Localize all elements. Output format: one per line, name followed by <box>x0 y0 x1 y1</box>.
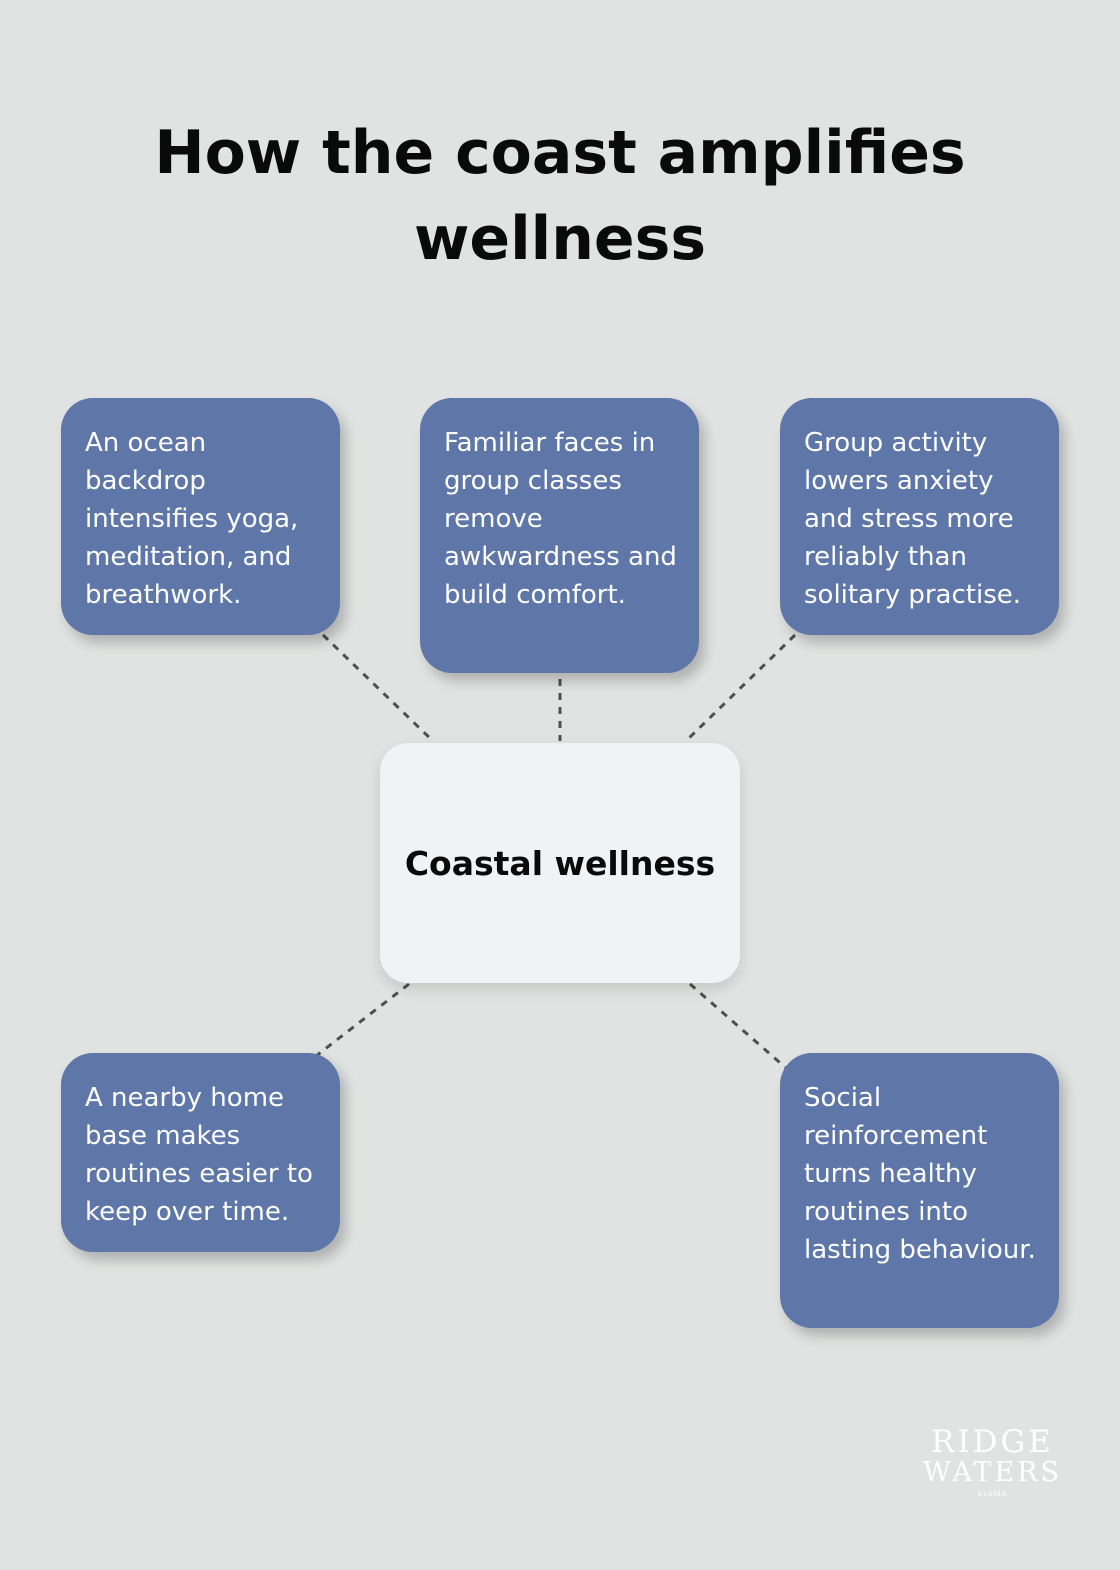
node-social-reinforcement-text: Social reinforcement turns healthy routi… <box>804 1083 1036 1265</box>
node-home-base: A nearby home base makes routines easier… <box>61 1053 340 1252</box>
node-familiar-faces: Familiar faces in group classes remove a… <box>420 398 699 673</box>
node-ocean-backdrop-text: An ocean backdrop intensifies yoga, medi… <box>85 428 299 610</box>
node-group-activity: Group activity lowers anxiety and stress… <box>780 398 1059 635</box>
node-social-reinforcement: Social reinforcement turns healthy routi… <box>780 1053 1059 1328</box>
connector-top-right <box>684 633 797 743</box>
connector-bottom-right <box>689 982 787 1070</box>
logo-line-2: WATERS <box>923 1457 1062 1488</box>
center-node: Coastal wellness <box>380 743 740 983</box>
logo-line-3: KIAMA <box>977 1490 1008 1498</box>
node-familiar-faces-text: Familiar faces in group classes remove a… <box>444 428 677 610</box>
node-home-base-text: A nearby home base makes routines easier… <box>85 1083 313 1227</box>
brand-logo: RIDGE WATERS KIAMA <box>920 1426 1065 1510</box>
center-node-label: Coastal wellness <box>404 843 716 883</box>
diagram-title: How the coast amplifies wellness <box>154 118 966 274</box>
logo-line-1: RIDGE <box>931 1424 1054 1460</box>
connector-bottom-left <box>315 982 410 1058</box>
node-group-activity-text: Group activity lowers anxiety and stress… <box>804 428 1022 610</box>
node-ocean-backdrop: An ocean backdrop intensifies yoga, medi… <box>61 398 340 635</box>
connector-top-left <box>321 633 435 743</box>
